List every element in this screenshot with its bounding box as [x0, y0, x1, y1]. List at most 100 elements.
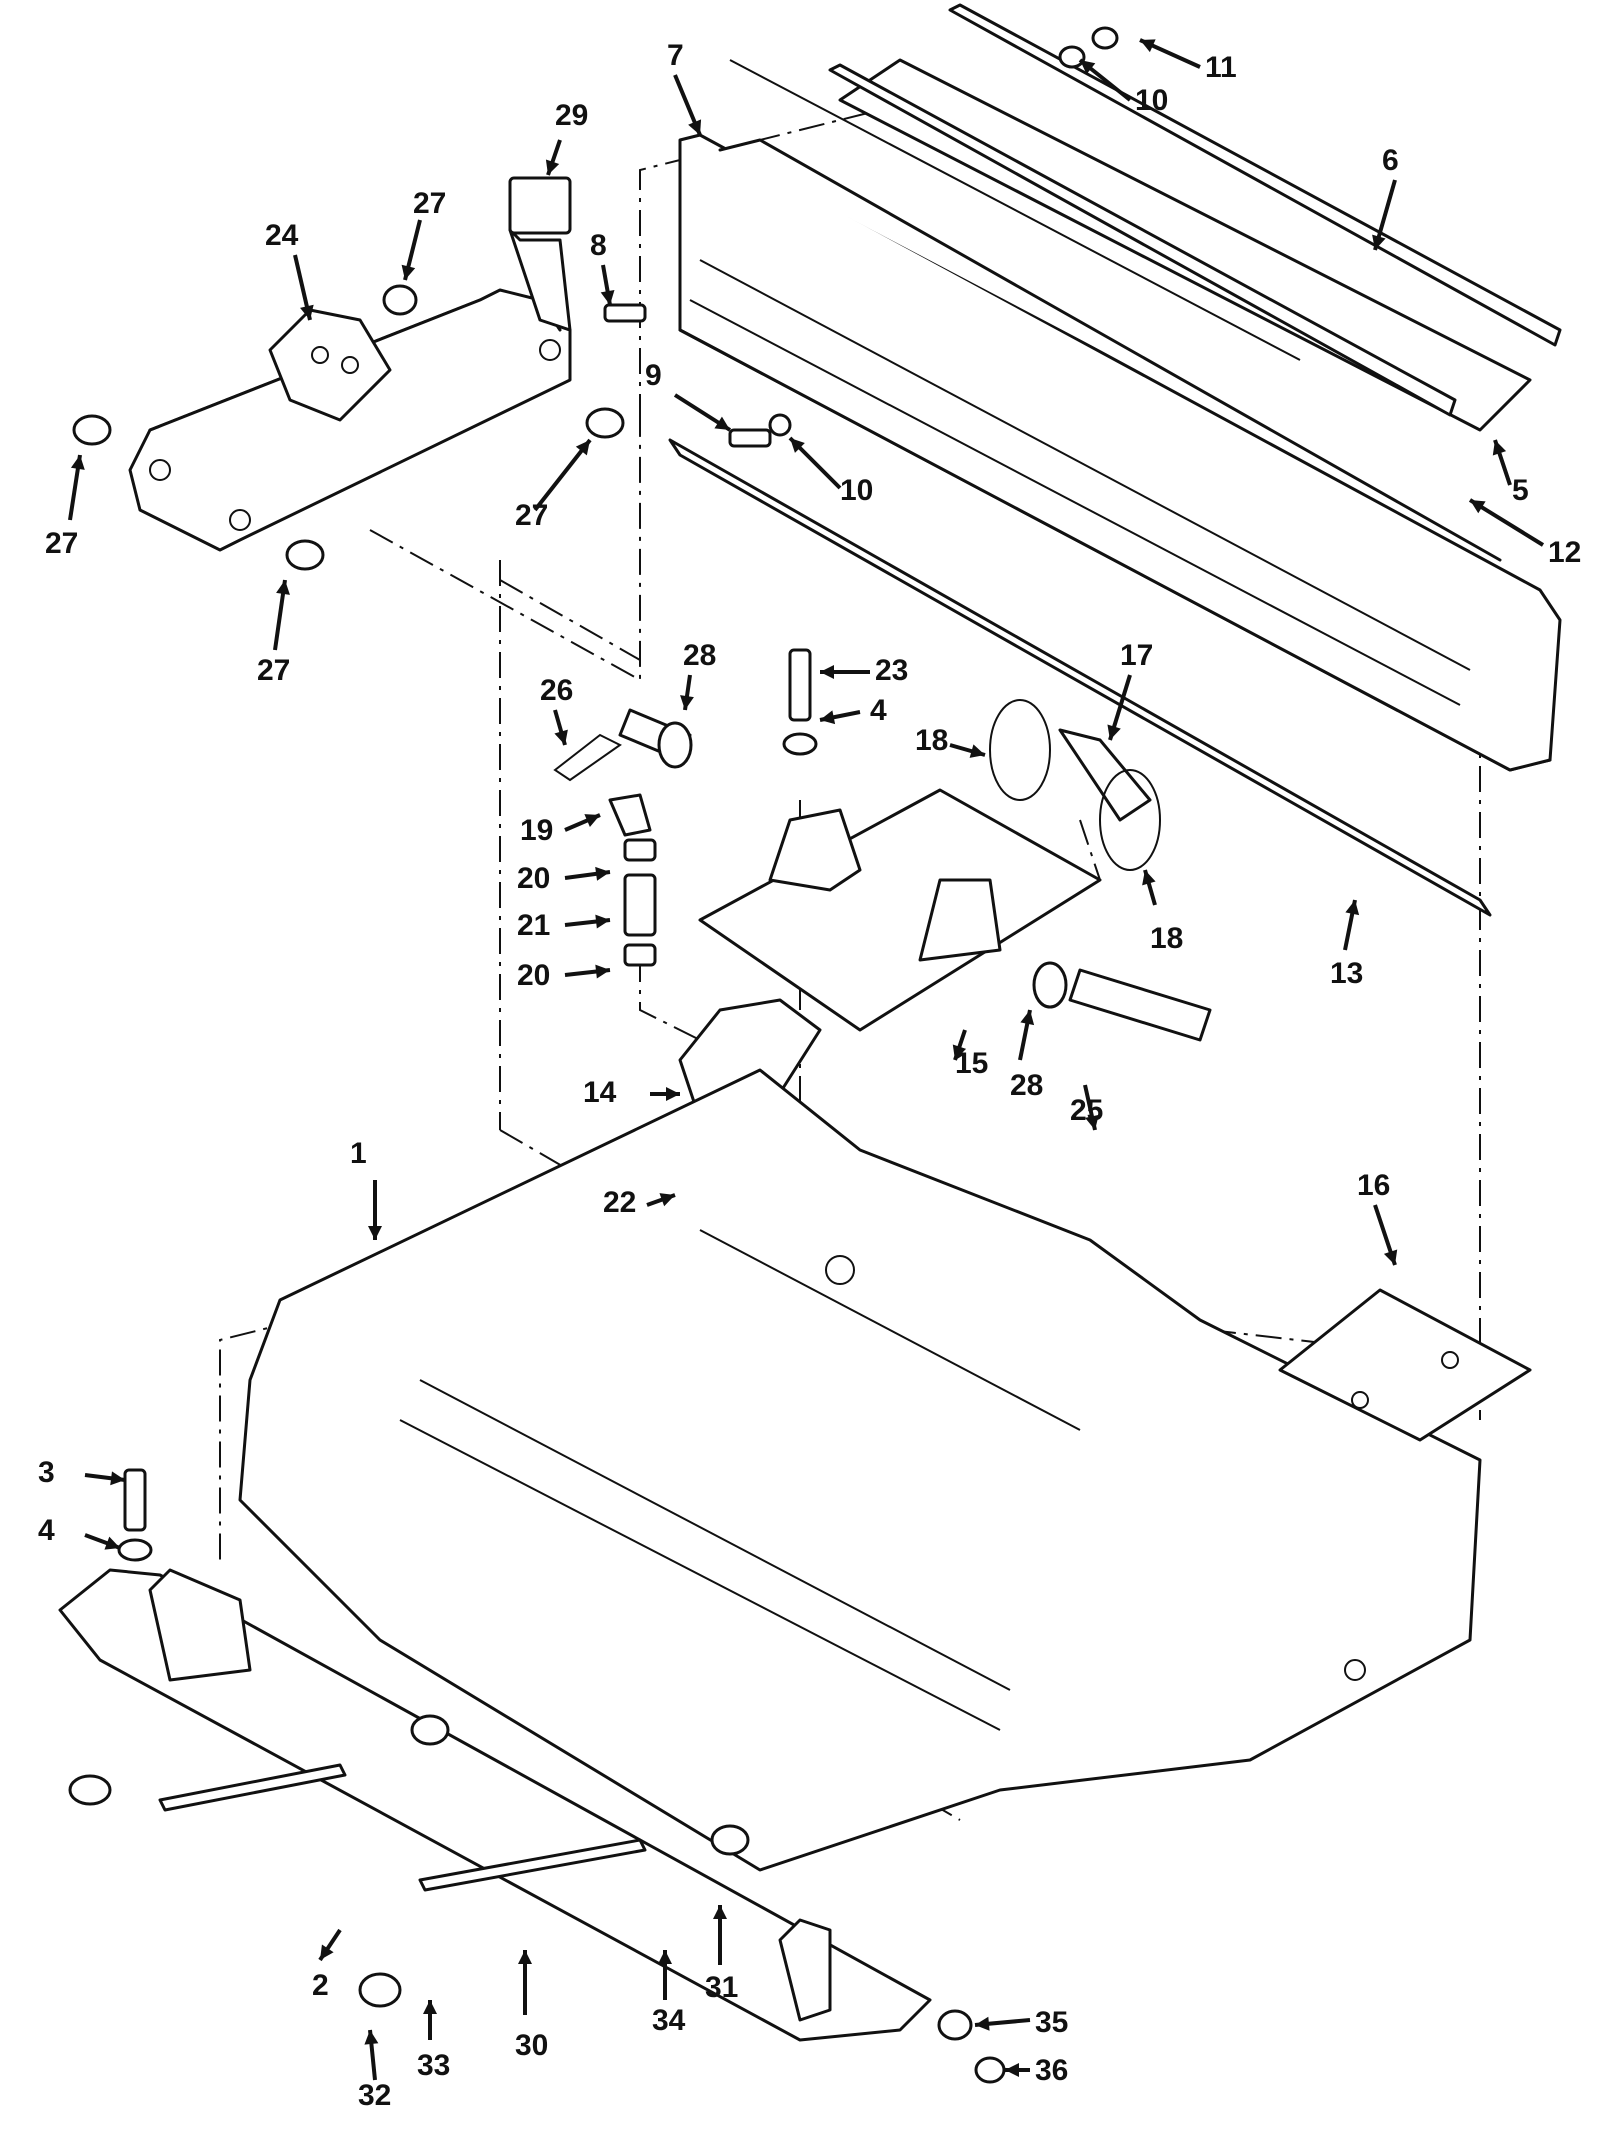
callout-13: 13: [1330, 957, 1363, 990]
callout-arrowhead: [1345, 900, 1360, 916]
callout-18b: 18: [1150, 922, 1183, 955]
callout-arrowhead: [1005, 2063, 1019, 2077]
callout-numbers: 1 2 3 4 4 5 6 7 8 9 10 10 11 12 13 14 15…: [38, 39, 1581, 2112]
callout-32: 32: [358, 2079, 391, 2112]
callout-20a: 20: [517, 862, 550, 895]
callout-28b: 28: [1010, 1069, 1043, 1102]
callout-12: 12: [1548, 536, 1581, 569]
callout-10a: 10: [1135, 84, 1168, 117]
callout-11: 11: [1205, 51, 1237, 84]
callout-arrowhead: [70, 455, 85, 470]
callout-8: 8: [590, 229, 607, 262]
callout-arrowhead: [1107, 724, 1121, 740]
callout-28a: 28: [683, 639, 716, 672]
callout-arrowhead: [666, 1087, 680, 1101]
callout-10b: 10: [840, 474, 873, 507]
callout-arrowhead: [680, 695, 694, 710]
callout-arrowhead: [276, 580, 290, 595]
callout-arrowhead: [518, 1950, 532, 1964]
callout-4b: 4: [870, 694, 887, 727]
callout-arrowhead: [790, 438, 805, 453]
pins-washers: [553, 708, 1212, 1042]
callout-arrowhead: [820, 710, 836, 725]
callout-27a: 27: [413, 187, 446, 220]
callout-6: 6: [1382, 144, 1399, 177]
callout-arrowhead: [104, 1536, 120, 1550]
callout-arrowhead: [1020, 1010, 1035, 1026]
callout-leader-line: [533, 438, 592, 512]
callout-arrowhead: [110, 1471, 125, 1486]
callout-arrowhead: [545, 159, 560, 175]
frame-1: [238, 1068, 1482, 1872]
plate-15: [698, 788, 1102, 1032]
callout-arrowhead: [1383, 1249, 1398, 1265]
callout-31: 31: [705, 1971, 738, 2004]
callout-2: 2: [312, 1969, 329, 2002]
rod-13: [668, 438, 1492, 917]
callout-36: 36: [1035, 2054, 1068, 2087]
callout-20b: 20: [517, 959, 550, 992]
strip-12: [828, 63, 1457, 417]
callout-arrowhead: [423, 2000, 437, 2014]
callout-leader-line: [1468, 498, 1545, 547]
callout-arrowhead: [575, 440, 590, 456]
callout-arrowhead: [820, 665, 834, 679]
callout-arrowhead: [595, 866, 610, 881]
callout-arrowhead: [1080, 60, 1096, 75]
callout-arrowhead: [595, 914, 610, 929]
callout-25: 25: [1070, 1094, 1103, 1127]
callout-22: 22: [603, 1186, 636, 1219]
callout-arrowhead: [1372, 234, 1386, 250]
strip-6: [948, 3, 1562, 347]
housing-7: [678, 59, 1562, 772]
harness-17: [989, 699, 1161, 871]
callout-4a: 4: [38, 1514, 55, 1547]
callout-arrowhead: [600, 290, 615, 305]
callout-34: 34: [652, 2004, 686, 2037]
callout-arrowhead: [714, 416, 730, 430]
callout-leaders: [68, 38, 1545, 2081]
callout-29: 29: [555, 99, 588, 132]
callout-arrowhead: [1140, 39, 1156, 53]
callout-9: 9: [645, 359, 662, 392]
callout-arrowhead: [401, 264, 416, 280]
callout-17: 17: [1120, 639, 1153, 672]
callout-arrowhead: [584, 814, 600, 827]
callout-arrowhead: [975, 2016, 990, 2031]
callout-27d: 27: [257, 654, 290, 687]
callout-arrowhead: [1492, 440, 1507, 456]
callout-26: 26: [540, 674, 573, 707]
bolt-3: [117, 1468, 153, 1562]
callout-arrowhead: [595, 964, 610, 979]
perforated-plate-5: [838, 58, 1532, 432]
callout-19: 19: [520, 814, 553, 847]
plate-16: [1278, 1288, 1532, 1442]
callout-arrowhead: [713, 1905, 727, 1919]
callout-arrowhead: [969, 744, 985, 758]
callout-16: 16: [1357, 1169, 1390, 1202]
callout-arrowhead: [364, 2030, 379, 2045]
callout-arrowhead: [320, 1944, 334, 1960]
hardware-8-11: [603, 26, 1119, 448]
callout-arrowhead: [952, 1044, 967, 1060]
pad-29: [508, 176, 572, 235]
callout-35: 35: [1035, 2006, 1068, 2039]
callout-7: 7: [667, 39, 684, 72]
callout-27b: 27: [45, 527, 78, 560]
callout-21: 21: [517, 909, 550, 942]
callout-24: 24: [265, 219, 299, 252]
callout-3: 3: [38, 1456, 55, 1489]
callout-arrowhead: [1470, 500, 1486, 514]
linkage-rods: [68, 1714, 750, 2008]
callout-18a: 18: [915, 724, 948, 757]
callout-arrowhead: [300, 304, 314, 320]
callout-30: 30: [515, 2029, 548, 2062]
callout-5: 5: [1512, 474, 1529, 507]
callout-arrowhead: [659, 1193, 675, 1207]
callout-arrowhead: [1085, 1114, 1099, 1130]
base-plate-2: [58, 1568, 932, 2042]
callout-arrowhead: [1142, 870, 1156, 886]
callout-15: 15: [955, 1047, 988, 1080]
callout-1: 1: [350, 1137, 367, 1170]
